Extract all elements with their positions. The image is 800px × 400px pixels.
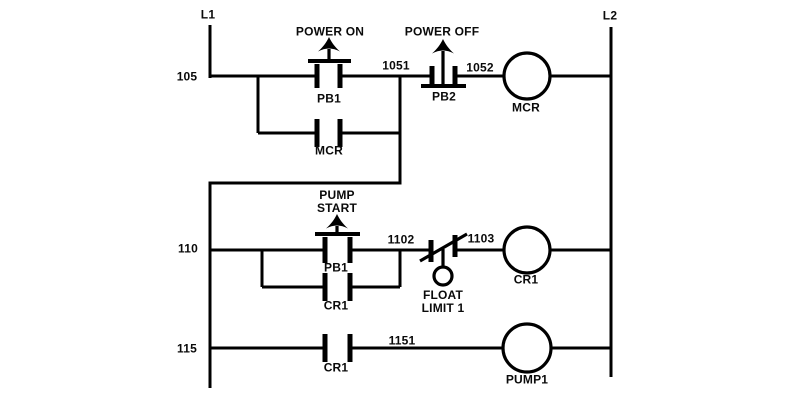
pump1-coil-symbol	[501, 322, 553, 374]
left-rail-label: L1	[200, 7, 216, 22]
right-rail-label: L2	[602, 8, 618, 23]
pushbutton-actuator-head-icon	[318, 37, 340, 52]
pump-start-caption: PUMP START	[316, 188, 358, 215]
cr1-seal-in-branch	[260, 250, 402, 301]
wire-number-1051: 1051	[382, 58, 410, 73]
mcr-coil-label: MCR	[512, 100, 540, 115]
no-contact-bars	[314, 64, 343, 88]
rung-115	[210, 322, 611, 374]
rung-105	[210, 37, 611, 147]
cr1-115-contact-label: CR1	[323, 360, 349, 375]
power-on-caption: POWER ON	[295, 24, 365, 39]
pushbutton-actuator-head-icon	[326, 214, 348, 229]
rung-110	[210, 214, 611, 301]
nc-contact-bars	[429, 66, 458, 84]
no-contact-bars	[314, 119, 343, 147]
wire-number-1052: 1052	[466, 60, 494, 75]
wire-number-1103: 1103	[467, 231, 495, 246]
no-contact-bars	[322, 237, 353, 263]
cr1-coil-symbol	[502, 225, 552, 275]
pb2-label: PB2	[432, 89, 456, 104]
nc-bridge-slant	[419, 232, 468, 263]
cr1-coil-label: CR1	[513, 272, 539, 287]
float-limit-caption: FLOAT LIMIT 1	[421, 288, 465, 315]
cr1-no-contact-bars	[322, 334, 353, 362]
mcr-bus-feed-line	[208, 76, 402, 388]
rung-105-number: 105	[176, 69, 198, 84]
no-contact-bars	[322, 273, 353, 301]
mcr-seal-in-branch	[256, 76, 400, 147]
nc-contact-bars	[428, 235, 458, 262]
pump-start-pushbutton-symbol	[315, 214, 360, 263]
power-off-pushbutton-symbol	[421, 39, 466, 88]
mcr-contact-label: MCR	[315, 143, 343, 158]
power-on-pushbutton-symbol	[308, 37, 351, 88]
pb1-110-label: PB1	[324, 260, 348, 275]
wire-number-1151: 1151	[388, 333, 416, 348]
power-off-caption: POWER OFF	[404, 24, 480, 39]
float-switch-symbol	[419, 232, 468, 287]
rung-110-number: 110	[178, 241, 198, 256]
rails	[208, 25, 613, 377]
wire-number-1102: 1102	[387, 232, 415, 247]
pb1-label: PB1	[317, 91, 341, 106]
float-ball-icon	[432, 265, 454, 287]
branch-wires	[256, 76, 400, 135]
cr1-branch-contact-label: CR1	[323, 298, 349, 313]
rung-115-number: 115	[177, 341, 197, 356]
pushbutton-actuator-head-icon	[432, 39, 454, 54]
branch-wires	[260, 250, 402, 289]
pump1-coil-label: PUMP1	[505, 372, 549, 387]
mcr-coil-symbol	[502, 51, 552, 101]
